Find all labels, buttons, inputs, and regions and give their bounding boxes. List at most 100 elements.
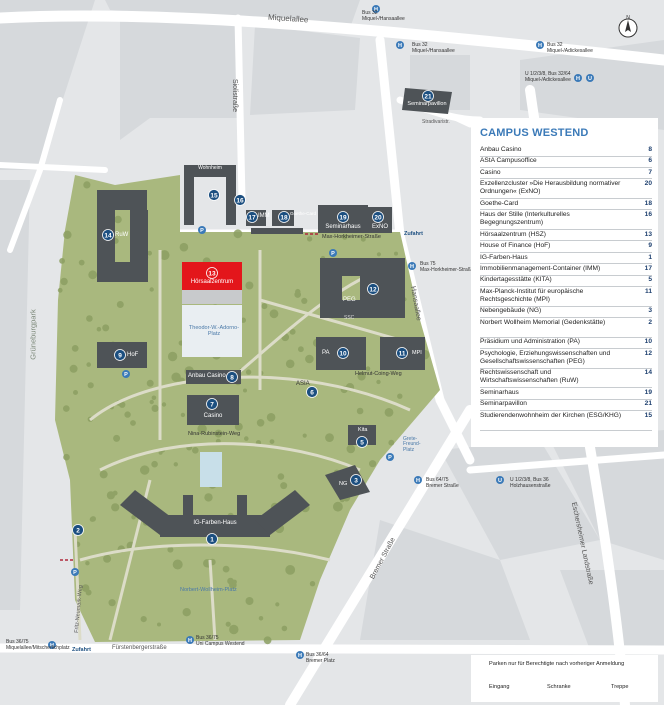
legend-divider — [480, 317, 652, 318]
tree-mark — [172, 559, 183, 570]
parking-icon — [122, 370, 130, 378]
legend-item: Exzellenzcluster »Die Herausbildung norm… — [480, 180, 652, 196]
marker-12 — [367, 283, 379, 295]
tree-mark — [397, 393, 403, 399]
legend-item-name: Kindertagesstätte (KITA) — [480, 276, 552, 284]
tree-mark — [227, 577, 234, 585]
stop-1-label: Bus 32 Miquel-/Hansaallee — [362, 10, 405, 22]
legend-item-name: Präsidium und Administration (PA) — [480, 338, 580, 346]
tree-mark — [69, 364, 78, 373]
legend-item-name: Hörsaalzentrum (HSZ) — [480, 230, 546, 238]
tree-mark — [158, 450, 163, 455]
tree-mark — [214, 429, 223, 438]
stop-icon-letter: H — [298, 653, 302, 659]
map-key: Parken nur für Berechtigte nach vorherig… — [471, 655, 658, 702]
tree-mark — [108, 599, 116, 607]
bus-stop-icon — [48, 641, 56, 649]
parking-icon-letter: P — [124, 372, 128, 378]
buildings — [97, 88, 452, 537]
parking-icon-letter: P — [73, 570, 77, 576]
legend-divider — [480, 198, 652, 199]
parking-icon-letter: P — [331, 251, 335, 257]
tree-mark — [365, 366, 371, 372]
building-8 — [186, 370, 241, 384]
marker-9 — [114, 349, 126, 361]
legend-item: Rechtswissenschaft und Wirtschaftswissen… — [480, 369, 652, 385]
legend-divider — [480, 263, 652, 265]
tree-mark — [149, 399, 154, 405]
key-stairs: Treppe — [611, 684, 629, 690]
legend-item: Studierendenwohnheim der Kirchen (ESG/KH… — [480, 412, 652, 420]
legend-item-name: Rechtswissenschaft und Wirtschaftswissen… — [480, 369, 579, 385]
water-basin — [200, 452, 222, 487]
tree-mark — [63, 230, 72, 239]
tree-mark — [87, 382, 94, 389]
tree-mark — [71, 345, 79, 352]
legend-divider — [480, 178, 652, 180]
marker-10 — [337, 347, 349, 359]
tree-mark — [229, 624, 239, 635]
key-entrance: Eingang — [489, 684, 510, 690]
tree-mark — [140, 465, 150, 475]
tree-mark — [294, 291, 302, 298]
building-14 — [97, 190, 148, 282]
marker-14-number: 14 — [104, 232, 112, 239]
tree-mark — [86, 315, 93, 322]
legend-divider — [480, 229, 652, 230]
legend-item: Psychologie, Erziehungswissenschaften un… — [480, 350, 652, 366]
stop-3-label: Bus 32 Miquel-/Adickesallee — [547, 42, 593, 54]
marker-2 — [72, 524, 84, 536]
tree-mark — [180, 412, 186, 418]
label-13: Hörsaalzentrum — [190, 279, 234, 285]
marker-9-number: 9 — [118, 352, 122, 359]
tree-mark — [192, 447, 199, 454]
marker-13 — [206, 267, 218, 279]
legend-divider — [480, 398, 652, 400]
tree-mark — [394, 251, 398, 256]
tree-mark — [256, 419, 265, 427]
bus-stop-icon — [414, 476, 422, 484]
stop-4-label: U 1/2/3/8, Bus 32/64 Miquel-/Adickesalle… — [525, 71, 571, 83]
legend-divider — [480, 348, 652, 349]
legend-item-number: 21 — [644, 400, 652, 408]
stop-icon-letter: H — [188, 638, 192, 644]
legend-item-name: Studierendenwohnheim der Kirchen (ESG/KH… — [480, 411, 622, 419]
tree-mark — [114, 215, 122, 224]
legend-item-number: 11 — [645, 287, 652, 295]
tree-mark — [197, 424, 207, 434]
stop-10-label: Bus 36/64 Bremer Platz — [306, 652, 335, 664]
tree-mark — [151, 404, 159, 412]
tree-mark — [157, 622, 161, 627]
tree-mark — [57, 287, 63, 293]
tree-mark — [102, 324, 110, 332]
legend-item-number: 9 — [648, 242, 652, 250]
building-12 — [320, 258, 405, 318]
tree-mark — [113, 434, 121, 442]
gruneburgpark-label: Grüneburgpark — [28, 309, 38, 360]
label-18: Goethe-Card — [290, 211, 317, 216]
tree-mark — [124, 411, 131, 418]
tree-mark — [285, 565, 296, 575]
building-15 — [184, 165, 236, 225]
tree-mark — [59, 258, 65, 264]
helmut-coing-weg-label: Helmut-Coing-Weg — [355, 371, 402, 377]
tree-mark — [346, 444, 356, 454]
tree-mark — [151, 460, 158, 468]
legend-item-name: Psychologie, Erziehungswissenschaften un… — [480, 349, 611, 365]
fuerstenberger-label: Fürstenbergerstraße — [112, 645, 167, 651]
marker-11-number: 11 — [399, 350, 406, 357]
building-1 — [120, 490, 310, 537]
legend-item-number: 20 — [644, 180, 652, 188]
stop-icon-letter: H — [50, 643, 54, 649]
stop-icon-letter: H — [374, 7, 378, 13]
stop-icon-letter: H — [398, 43, 402, 49]
tree-mark — [90, 516, 96, 522]
marker-8 — [226, 371, 238, 383]
legend-title: CAMPUS WESTEND — [480, 127, 589, 139]
tree-mark — [146, 379, 154, 387]
marker-3-number: 3 — [354, 477, 358, 484]
legend-item-number: 2 — [648, 318, 652, 326]
